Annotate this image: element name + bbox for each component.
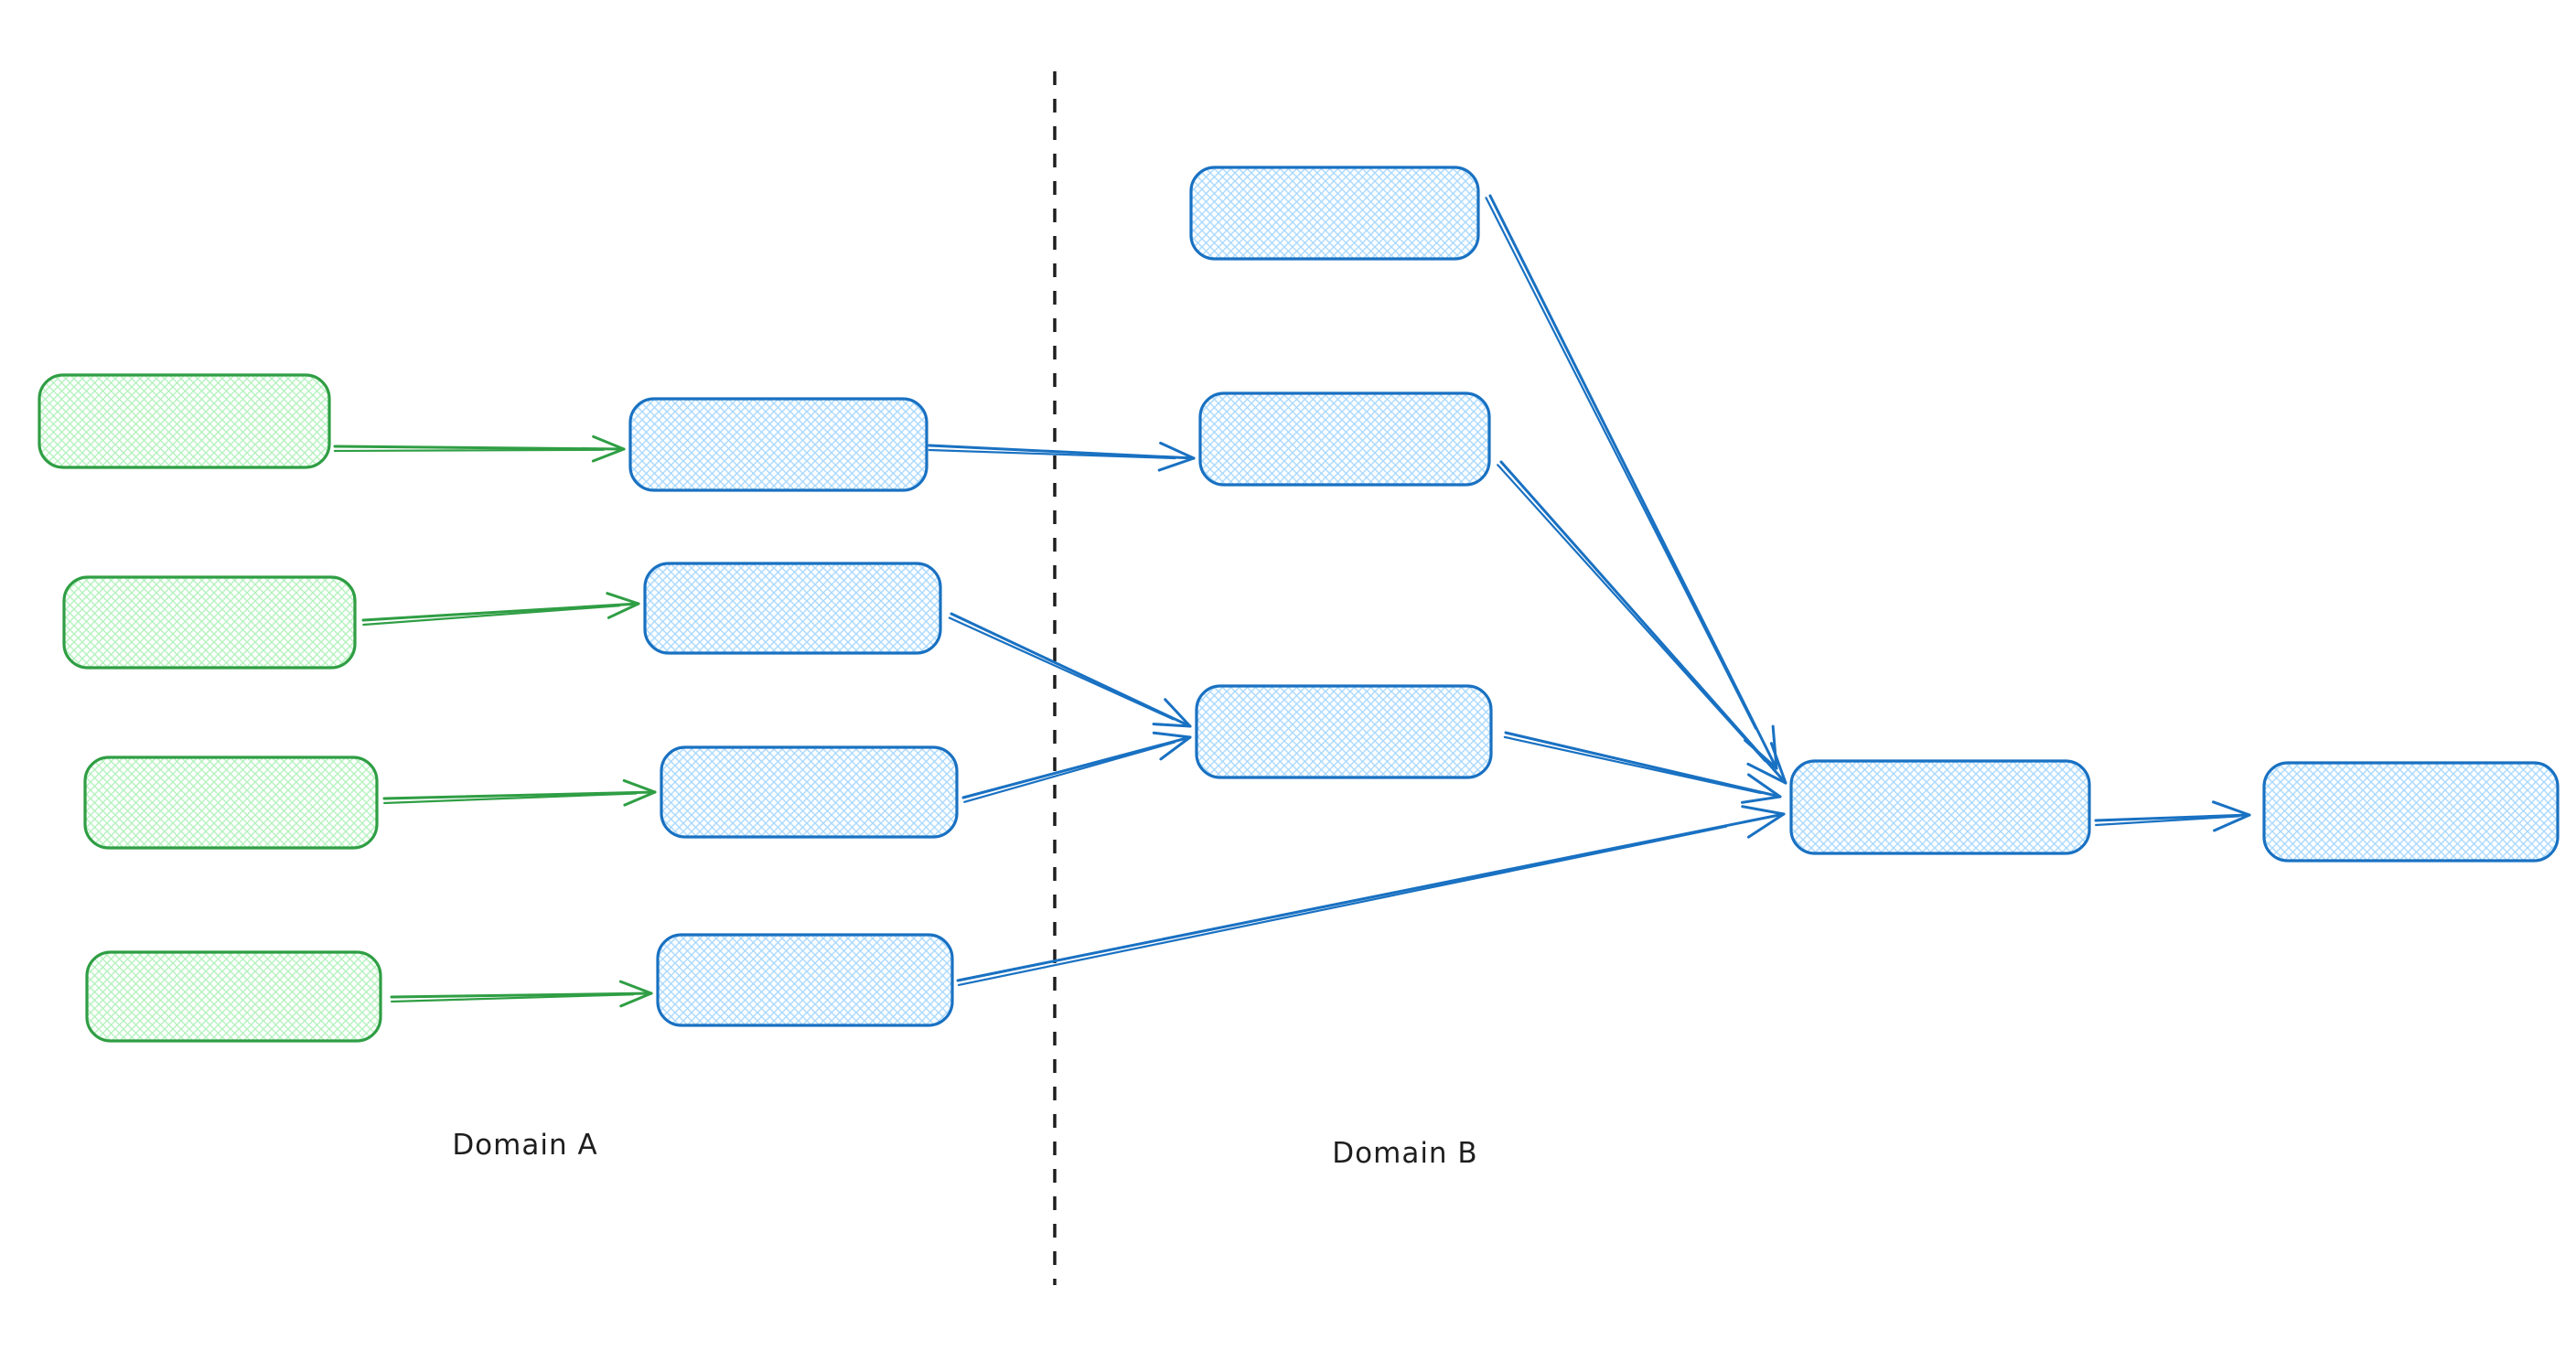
domain-a-stage-2 xyxy=(643,562,942,655)
domain-a-source-3 xyxy=(83,756,379,850)
arrow-node3-to-aggregator xyxy=(1503,731,1782,804)
arrow-stage3-to-node3 xyxy=(961,731,1192,803)
domain-a-stage-4 xyxy=(656,933,954,1027)
domain-a-stage-1 xyxy=(628,397,928,492)
domain-a-label: Domain A xyxy=(452,1129,597,1162)
domain-a-stage-3 xyxy=(660,745,959,839)
arrow-source3-to-stage3 xyxy=(382,778,657,807)
arrow-stage2-to-node3 xyxy=(948,612,1192,728)
domain-b-label: Domain B xyxy=(1332,1137,1477,1170)
arrow-node2-to-aggregator xyxy=(1497,460,1787,785)
domain-b-node-1 xyxy=(1189,166,1480,261)
arrow-source4-to-stage4 xyxy=(390,980,653,1008)
domain-b-node-2 xyxy=(1198,391,1491,487)
arrow-source1-to-stage1 xyxy=(333,434,626,463)
domain-b-aggregator xyxy=(1789,759,2091,855)
arrow-source2-to-stage2 xyxy=(361,592,640,627)
domain-a-source-4 xyxy=(85,950,382,1043)
domain-b-node-3 xyxy=(1195,684,1493,779)
domain-a-source-2 xyxy=(62,575,357,670)
arrow-stage4-to-aggregator xyxy=(956,805,1786,987)
arrow-node1-to-aggregator xyxy=(1485,194,1778,770)
domain-b-output xyxy=(2262,761,2560,863)
domain-a-source-1 xyxy=(38,373,331,469)
arrow-stage1-to-node2 xyxy=(928,441,1196,472)
arrow-aggregator-to-output xyxy=(2094,800,2251,832)
